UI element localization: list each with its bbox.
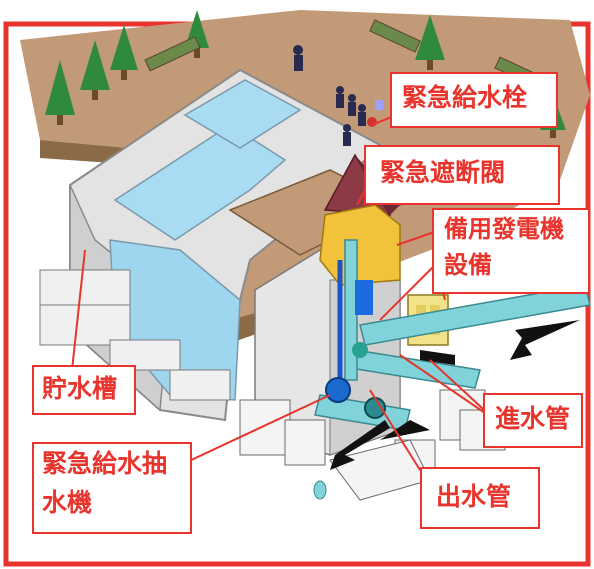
blue-valve-box [355, 280, 373, 315]
person-icon [293, 45, 366, 146]
control-box [319, 204, 401, 286]
label-backup-generator: 備用發電機 設備 [432, 208, 590, 294]
water-basin-upper [113, 124, 287, 241]
label-storage-tank: 貯水槽 [32, 365, 136, 415]
label-emergency-hydrant: 緊急給水栓 [390, 72, 558, 128]
label-emergency-pump: 緊急給水抽 水機 [32, 442, 192, 534]
hydrant-marker [367, 117, 377, 127]
leader-lines [71, 114, 496, 471]
flow-arrow-icon [330, 320, 580, 470]
inlet-pipe [359, 284, 591, 346]
water-basin-back [183, 79, 302, 149]
water-container [375, 100, 383, 110]
label-emergency-shutoff-valve: 緊急遮断閥 [364, 145, 560, 205]
pipes [314, 239, 591, 431]
label-outlet-pipe: 出水管 [420, 467, 540, 529]
water-drop [313, 480, 327, 500]
pump-base-blocks [239, 389, 506, 501]
label-inlet-pipe: 進水管 [483, 393, 583, 448]
